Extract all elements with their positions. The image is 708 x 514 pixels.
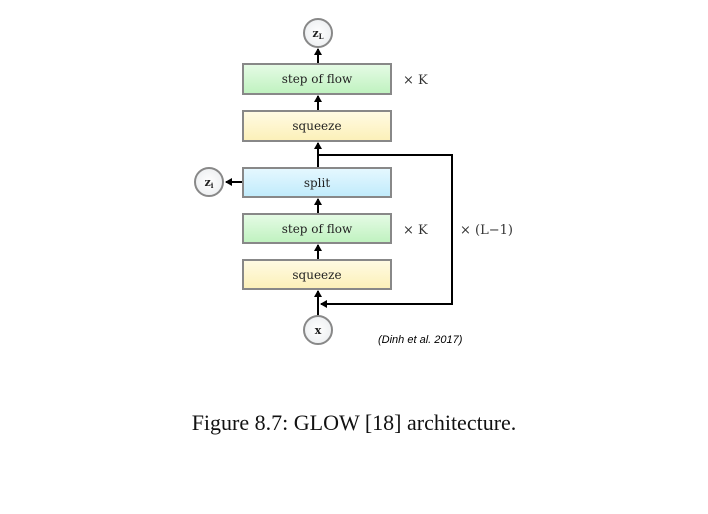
repeat-label-top-k: × K (403, 73, 428, 88)
block-label: squeeze (292, 268, 341, 282)
block-step-of-flow-top: step of flow (242, 63, 392, 95)
block-label: split (304, 176, 331, 190)
citation: (Dinh et al. 2017) (378, 334, 463, 346)
node-z-L: zL (303, 18, 333, 48)
loop-connector (318, 154, 453, 308)
repeat-label-levels: × (L−1) (460, 223, 513, 238)
node-x: x (303, 315, 333, 345)
block-step-of-flow-bottom: step of flow (242, 213, 392, 244)
figure-caption: Figure 8.7: GLOW [18] architecture. (191, 410, 517, 435)
node-z-L-sub: L (319, 32, 324, 41)
block-split: split (242, 167, 392, 198)
node-x-label: x (315, 324, 322, 337)
block-label: step of flow (282, 72, 353, 86)
node-z-i-sub: i (211, 181, 214, 190)
block-label: step of flow (282, 222, 353, 236)
block-label: squeeze (292, 119, 341, 133)
node-z-L-base: z (312, 27, 318, 40)
node-z-i: zi (194, 167, 224, 197)
svg-text:zL: zL (312, 27, 323, 41)
block-squeeze-bottom: squeeze (242, 259, 392, 290)
connectors (225, 48, 453, 316)
node-z-i-base: z (205, 176, 211, 189)
repeat-label-bottom-k: × K (403, 223, 428, 238)
block-squeeze-top: squeeze (242, 110, 392, 142)
svg-text:zi: zi (205, 176, 214, 190)
